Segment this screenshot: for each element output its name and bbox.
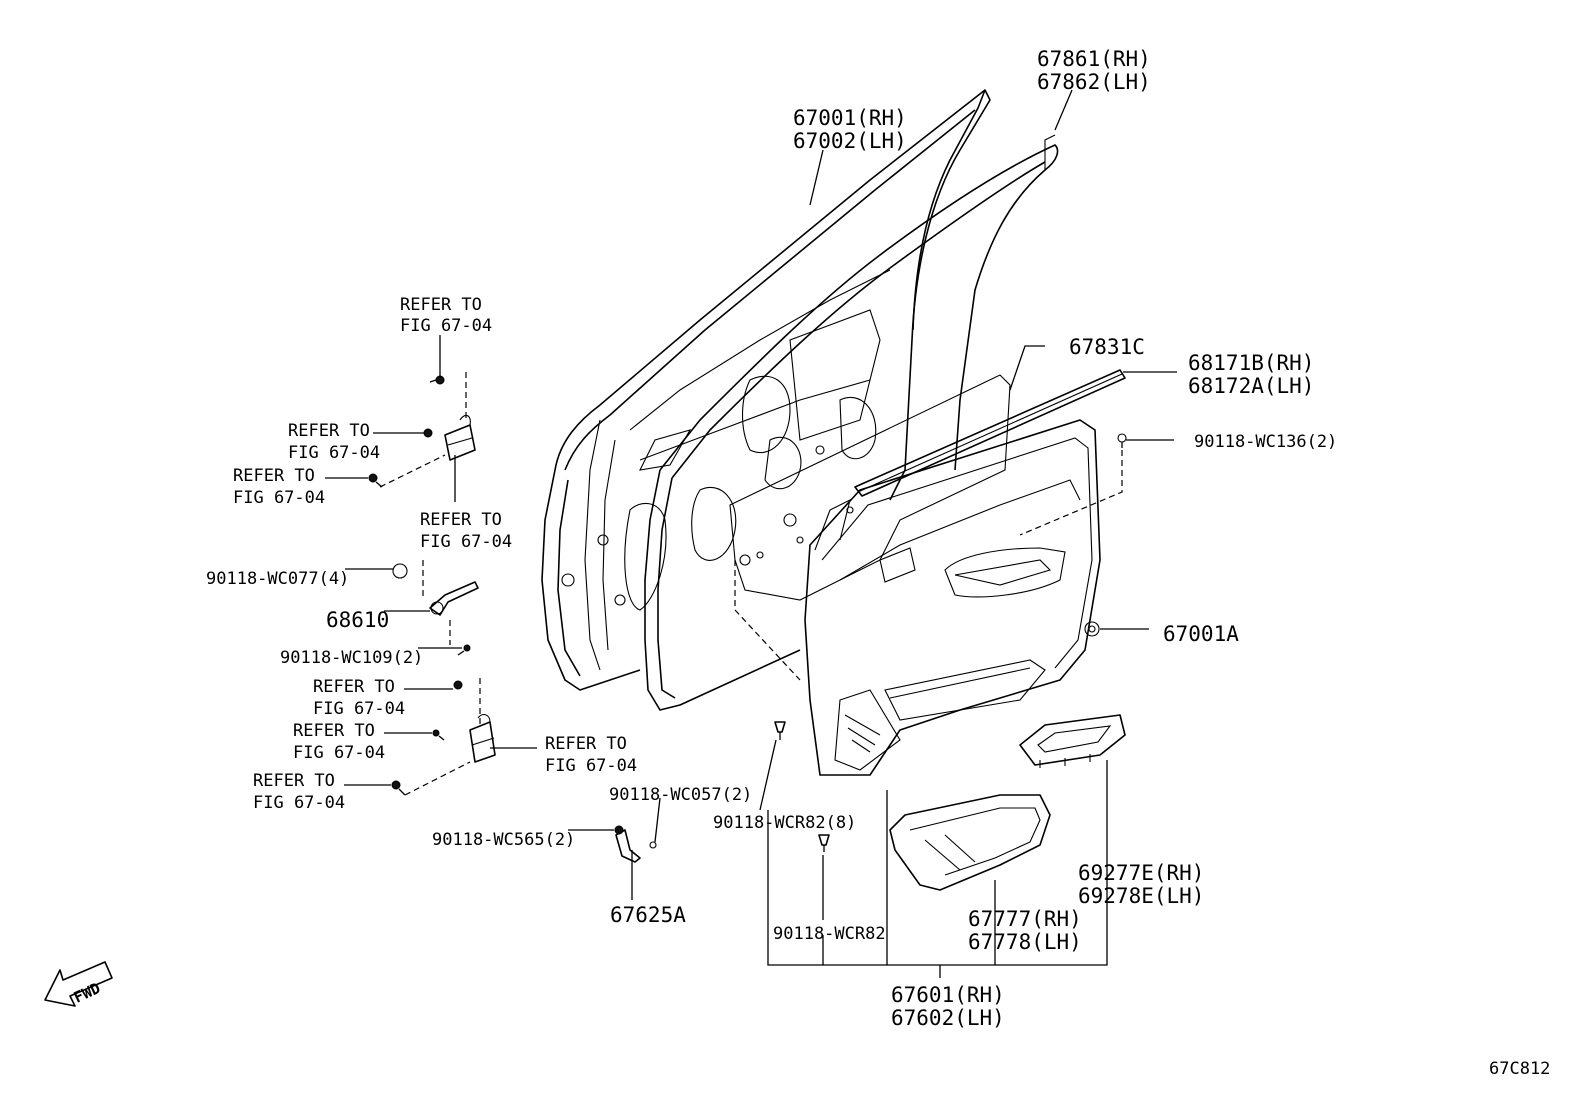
- label-clip-wc565: 90118-WC565(2): [432, 830, 575, 850]
- label-refer-a-2: FIG 67-04: [400, 316, 492, 336]
- label-armrest-pocket-lh: 67778(LH): [968, 930, 1082, 954]
- bracket-drawing: [615, 829, 641, 863]
- trim-board-drawing: [804, 419, 1101, 776]
- label-refer-b-2: FIG 67-04: [288, 443, 380, 463]
- label-refer-b-1: REFER TO: [288, 421, 370, 441]
- label-service-hole-cover: 67831C: [1069, 335, 1145, 359]
- label-clip-wc136: 90118-WC136(2): [1194, 432, 1337, 452]
- armrest-pocket-drawing: [889, 794, 1051, 891]
- hinge-upper-drawing: [444, 414, 476, 461]
- label-refer-d-2: FIG 67-04: [420, 532, 512, 552]
- weatherstrip-drawing: [644, 134, 1059, 711]
- label-trim-board-rh: 67601(RH): [891, 983, 1005, 1007]
- label-clip-wcr82-8: 90118-WCR82(8): [713, 813, 856, 833]
- label-weatherstrip-lh: 67862(LH): [1037, 70, 1151, 94]
- label-clip-wc057: 90118-WC057(2): [609, 785, 752, 805]
- label-switch-bezel-rh: 69277E(RH): [1078, 861, 1204, 885]
- label-refer-g-2: FIG 67-04: [253, 793, 345, 813]
- label-bracket: 67625A: [610, 903, 686, 927]
- label-weatherstrip-rh: 67861(RH): [1037, 47, 1151, 71]
- label-refer-a-1: REFER TO: [400, 295, 482, 315]
- label-clip-wcr82: 90118-WCR82: [773, 924, 886, 944]
- label-armrest-pocket-rh: 67777(RH): [968, 907, 1082, 931]
- fasteners: [368, 375, 1127, 852]
- diagram-code: 67C812: [1489, 1059, 1550, 1079]
- label-switch-bezel-lh: 69278E(LH): [1078, 884, 1204, 908]
- label-trim-board-lh: 67602(LH): [891, 1006, 1005, 1030]
- label-clip-wc109: 90118-WC109(2): [280, 648, 423, 668]
- assembly-dashes: [379, 372, 1123, 796]
- check-assy-drawing: [429, 581, 479, 616]
- label-refer-h-2: FIG 67-04: [545, 756, 637, 776]
- switch-bezel-drawing: [1019, 714, 1126, 768]
- door-shell-drawing: [541, 89, 991, 691]
- belt-moulding-drawing: [854, 369, 1126, 497]
- label-belt-moulding-rh: 68171B(RH): [1188, 351, 1314, 375]
- label-grommet: 67001A: [1163, 622, 1239, 646]
- label-refer-c-1: REFER TO: [233, 466, 315, 486]
- label-check-assy: 68610: [326, 608, 389, 632]
- label-refer-d-1: REFER TO: [420, 510, 502, 530]
- hinge-lower-drawing: [469, 713, 496, 763]
- fwd-arrow-icon: FWD: [44, 961, 113, 1007]
- label-refer-g-1: REFER TO: [253, 771, 335, 791]
- label-refer-h-1: REFER TO: [545, 734, 627, 754]
- label-refer-f-2: FIG 67-04: [293, 743, 385, 763]
- label-refer-e-1: REFER TO: [313, 677, 395, 697]
- callout-labels: 67001(RH) 67002(LH) 67861(RH) 67862(LH) …: [206, 47, 1550, 1079]
- label-refer-c-2: FIG 67-04: [233, 488, 325, 508]
- label-door-shell-lh: 67002(LH): [793, 129, 907, 153]
- label-refer-e-2: FIG 67-04: [313, 699, 405, 719]
- label-refer-f-1: REFER TO: [293, 721, 375, 741]
- label-door-shell-rh: 67001(RH): [793, 106, 907, 130]
- label-clip-wc077: 90118-WC077(4): [206, 569, 349, 589]
- label-belt-moulding-lh: 68172A(LH): [1188, 374, 1314, 398]
- leader-lines: [325, 89, 1177, 978]
